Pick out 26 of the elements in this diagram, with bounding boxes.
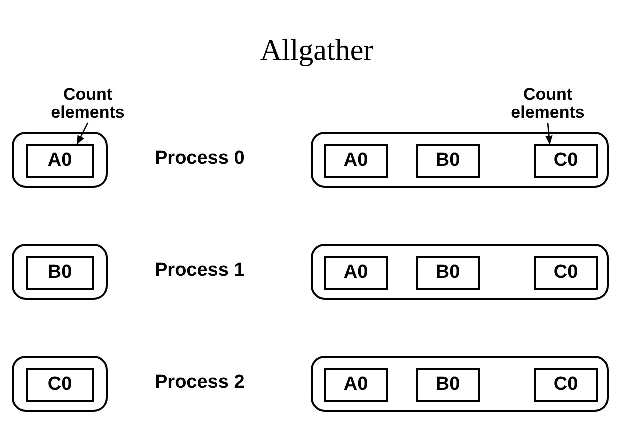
buffer-cell: A0 <box>324 256 388 290</box>
leader-line <box>546 122 553 146</box>
leader-line <box>76 122 89 146</box>
annotation-label: Count elements <box>508 86 588 122</box>
buffer-cell: C0 <box>534 256 598 290</box>
buffer-group <box>12 244 108 300</box>
buffer-group <box>12 356 108 412</box>
buffer-cell: B0 <box>26 256 94 290</box>
buffer-cell: A0 <box>26 144 94 178</box>
process-label: Process 2 <box>155 372 245 394</box>
buffer-group <box>12 132 108 188</box>
buffer-cell: B0 <box>416 144 480 178</box>
buffer-cell: C0 <box>534 368 598 402</box>
buffer-cell: A0 <box>324 368 388 402</box>
process-label: Process 1 <box>155 260 245 282</box>
process-label: Process 0 <box>155 148 245 170</box>
buffer-cell: B0 <box>416 256 480 290</box>
buffer-cell: A0 <box>324 144 388 178</box>
buffer-cell: C0 <box>26 368 94 402</box>
buffer-cell: C0 <box>534 144 598 178</box>
annotation-label: Count elements <box>48 86 128 122</box>
title: Allgather <box>259 34 375 68</box>
buffer-cell: B0 <box>416 368 480 402</box>
buffer-group <box>311 244 609 300</box>
buffer-group <box>311 356 609 412</box>
buffer-group <box>311 132 609 188</box>
